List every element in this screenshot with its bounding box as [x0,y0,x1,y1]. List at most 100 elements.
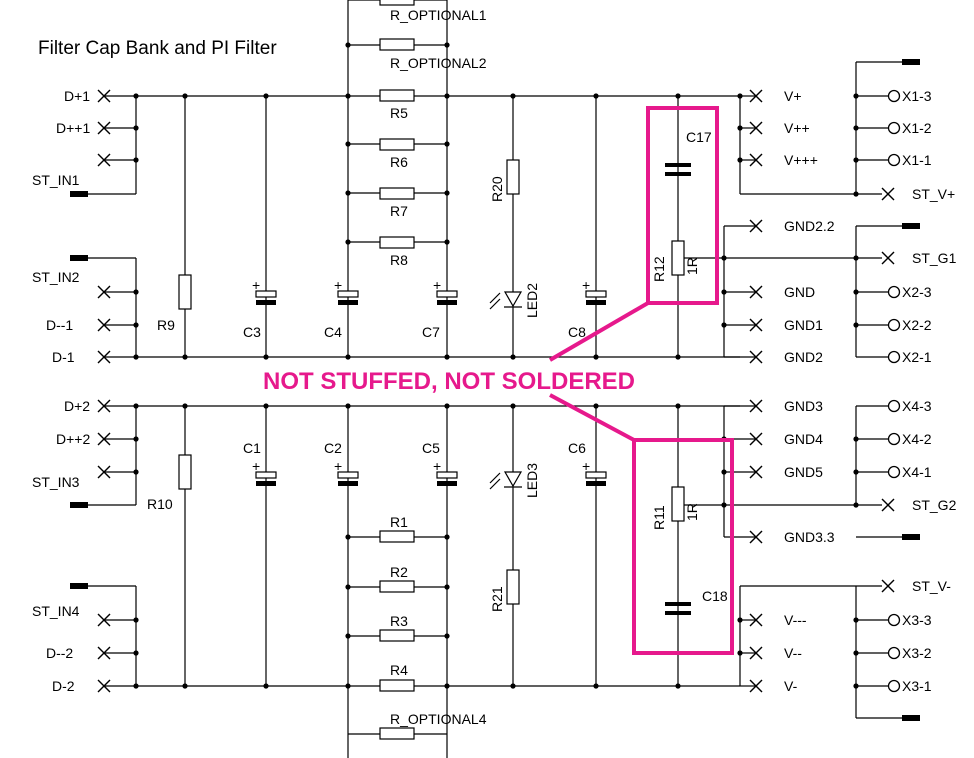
label-x2-1: X2-1 [902,349,932,365]
terminal-x-markers [97,89,895,693]
terminal-x-mark [749,399,763,413]
label-d-minus-1: D-1 [52,349,75,365]
label-d-plus-2: D+2 [64,398,90,414]
label-d-plus-1: D+1 [64,88,90,104]
label-r6: R6 [390,154,408,170]
terminal-x-mark [97,679,111,693]
label-v-plus: V+ [784,88,802,104]
svg-text:+: + [252,277,260,293]
label-x4-3: X4-3 [902,398,932,414]
label-x2-2: X2-2 [902,317,932,333]
label-st-in2: ST_IN2 [32,269,80,285]
label-r12-value: 1R [684,257,700,275]
terminal-x-mark [749,285,763,299]
label-c5: C5 [422,440,440,456]
label-r9: R9 [157,317,175,333]
terminal-x-mark [97,646,111,660]
terminal-x-mark [97,399,111,413]
label-gnd: GND [784,284,815,300]
terminal-x-mark [749,465,763,479]
label-x1-1: X1-1 [902,152,932,168]
label-c2: C2 [324,440,342,456]
label-st-in1: ST_IN1 [32,172,80,188]
terminal-x-mark [881,498,895,512]
label-st-g1: ST_G1 [912,250,957,266]
label-r-optional1: R_OPTIONAL1 [390,7,487,23]
not-stuffed-highlight [548,106,734,655]
label-d-minusminus-1: D--1 [46,317,73,333]
label-c4: C4 [324,324,342,340]
label-r11: R11 [651,505,667,530]
label-st-in3: ST_IN3 [32,474,80,490]
label-v-minusminus: V-- [784,645,802,661]
terminal-x-mark [97,153,111,167]
terminal-x-mark [97,121,111,135]
terminal-x-mark [749,679,763,693]
label-x3-1: X3-1 [902,678,932,694]
label-r-optional4: R_OPTIONAL4 [390,711,487,727]
terminal-x-mark [97,89,111,103]
resistors [178,0,685,740]
not-stuffed-note: NOT STUFFED, NOT SOLDERED [263,368,635,395]
terminal-x-mark [749,219,763,233]
label-d-minusminus-2: D--2 [46,645,73,661]
svg-text:+: + [334,458,342,474]
svg-text:+: + [433,277,441,293]
terminal-pads [70,59,920,721]
label-d-plusplus-1: D++1 [56,120,90,136]
label-r12: R12 [651,256,667,282]
terminal-x-mark [749,89,763,103]
label-gnd5: GND5 [784,464,823,480]
left-port-labels: D+1 D++1 ST_IN1 ST_IN2 D--1 D-1 D+2 D++2… [32,88,90,694]
label-c8: C8 [568,324,586,340]
label-c18: C18 [702,588,728,604]
label-st-v-plus: ST_V+ [912,186,955,202]
label-x4-2: X4-2 [902,431,932,447]
label-gnd2: GND2 [784,349,823,365]
label-led3: LED3 [524,463,540,498]
label-c1: C1 [243,440,261,456]
label-gnd4: GND4 [784,431,823,447]
leds [489,291,523,490]
terminal-x-mark [749,153,763,167]
svg-text:+: + [334,277,342,293]
terminal-x-mark [881,579,895,593]
label-x3-2: X3-2 [902,645,932,661]
label-st-v-minus: ST_V- [912,578,951,594]
label-d-minus-2: D-2 [52,678,75,694]
terminal-x-mark [749,530,763,544]
label-led2: LED2 [524,283,540,318]
label-r21: R21 [489,586,505,612]
label-r20: R20 [489,176,505,202]
terminal-x-mark [749,646,763,660]
label-x1-2: X1-2 [902,120,932,136]
label-v-plusplus: V++ [784,120,810,136]
svg-text:+: + [582,277,590,293]
terminal-x-mark [749,318,763,332]
terminal-x-mark [97,318,111,332]
terminal-x-mark [749,432,763,446]
right-port-labels: V+ V++ V+++ ST_V+ GND2.2 ST_G1 GND GND1 … [784,88,957,694]
label-r2: R2 [390,564,408,580]
terminal-x-mark [97,432,111,446]
label-r11-value: 1R [684,503,700,521]
label-st-g2: ST_G2 [912,497,957,513]
label-r1: R1 [390,514,408,530]
label-c7: C7 [422,324,440,340]
label-st-in4: ST_IN4 [32,603,80,619]
label-gnd2-2: GND2.2 [784,218,835,234]
label-c6: C6 [568,440,586,456]
label-r-optional2: R_OPTIONAL2 [390,55,487,71]
terminal-x-mark [749,613,763,627]
svg-text:+: + [433,458,441,474]
label-d-plusplus-2: D++2 [56,431,90,447]
label-r3: R3 [390,613,408,629]
label-v-minusminusminus: V--- [784,612,807,628]
diagram-title: Filter Cap Bank and PI Filter [38,38,277,59]
label-r8: R8 [390,252,408,268]
capacitor-labels: C3 C4 C7 C8 C1 C2 C5 C6 C17 C18 LED2 LED… [243,129,728,604]
resistor-labels: R_OPTIONAL1 R_OPTIONAL2 R5 R6 R7 R8 R1 R… [147,7,700,727]
label-x4-1: X4-1 [902,464,932,480]
svg-text:+: + [252,458,260,474]
